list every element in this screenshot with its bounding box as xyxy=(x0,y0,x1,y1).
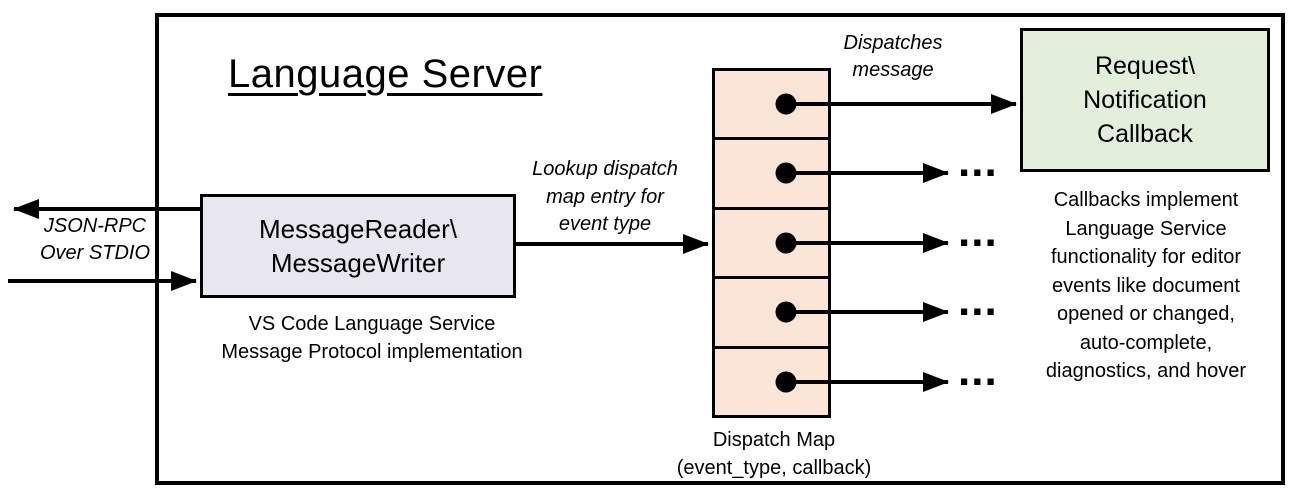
dispatch-map-box xyxy=(712,68,831,418)
dispatch-map-cell xyxy=(715,276,828,345)
ellipsis-row3: ... xyxy=(958,207,998,256)
dispatch-map-cell xyxy=(715,137,828,206)
callbacks-description: Callbacks implement Language Service fun… xyxy=(1045,189,1247,382)
dispatches-message-label: Dispatches message xyxy=(843,32,943,81)
dispatch-map-cell xyxy=(715,71,828,137)
ellipsis-row4: ... xyxy=(958,276,998,325)
message-reader-writer-box: MessageReader\ MessageWriter xyxy=(200,194,516,298)
diagram-title: Language Server xyxy=(228,52,543,96)
ellipsis-row2: ... xyxy=(958,137,998,186)
message-reader-writer-label: MessageReader\ MessageWriter xyxy=(259,214,457,278)
request-notification-callback-box: Request\ Notification Callback xyxy=(1020,28,1270,172)
dispatch-map-cell xyxy=(715,206,828,276)
reader-box-caption: VS Code Language Service Message Protoco… xyxy=(221,313,523,363)
dispatch-map-cell xyxy=(715,345,828,415)
language-server-boundary xyxy=(155,13,1285,485)
request-notification-callback-label: Request\ Notification Callback xyxy=(1083,52,1207,148)
json-rpc-stdio-label: JSON-RPC Over STDIO xyxy=(39,215,150,264)
dispatch-map-caption: Dispatch Map (event_type, callback) xyxy=(676,429,872,479)
lookup-dispatch-label: Lookup dispatch map entry for event type xyxy=(532,158,678,235)
ellipsis-row5: ... xyxy=(958,346,998,395)
